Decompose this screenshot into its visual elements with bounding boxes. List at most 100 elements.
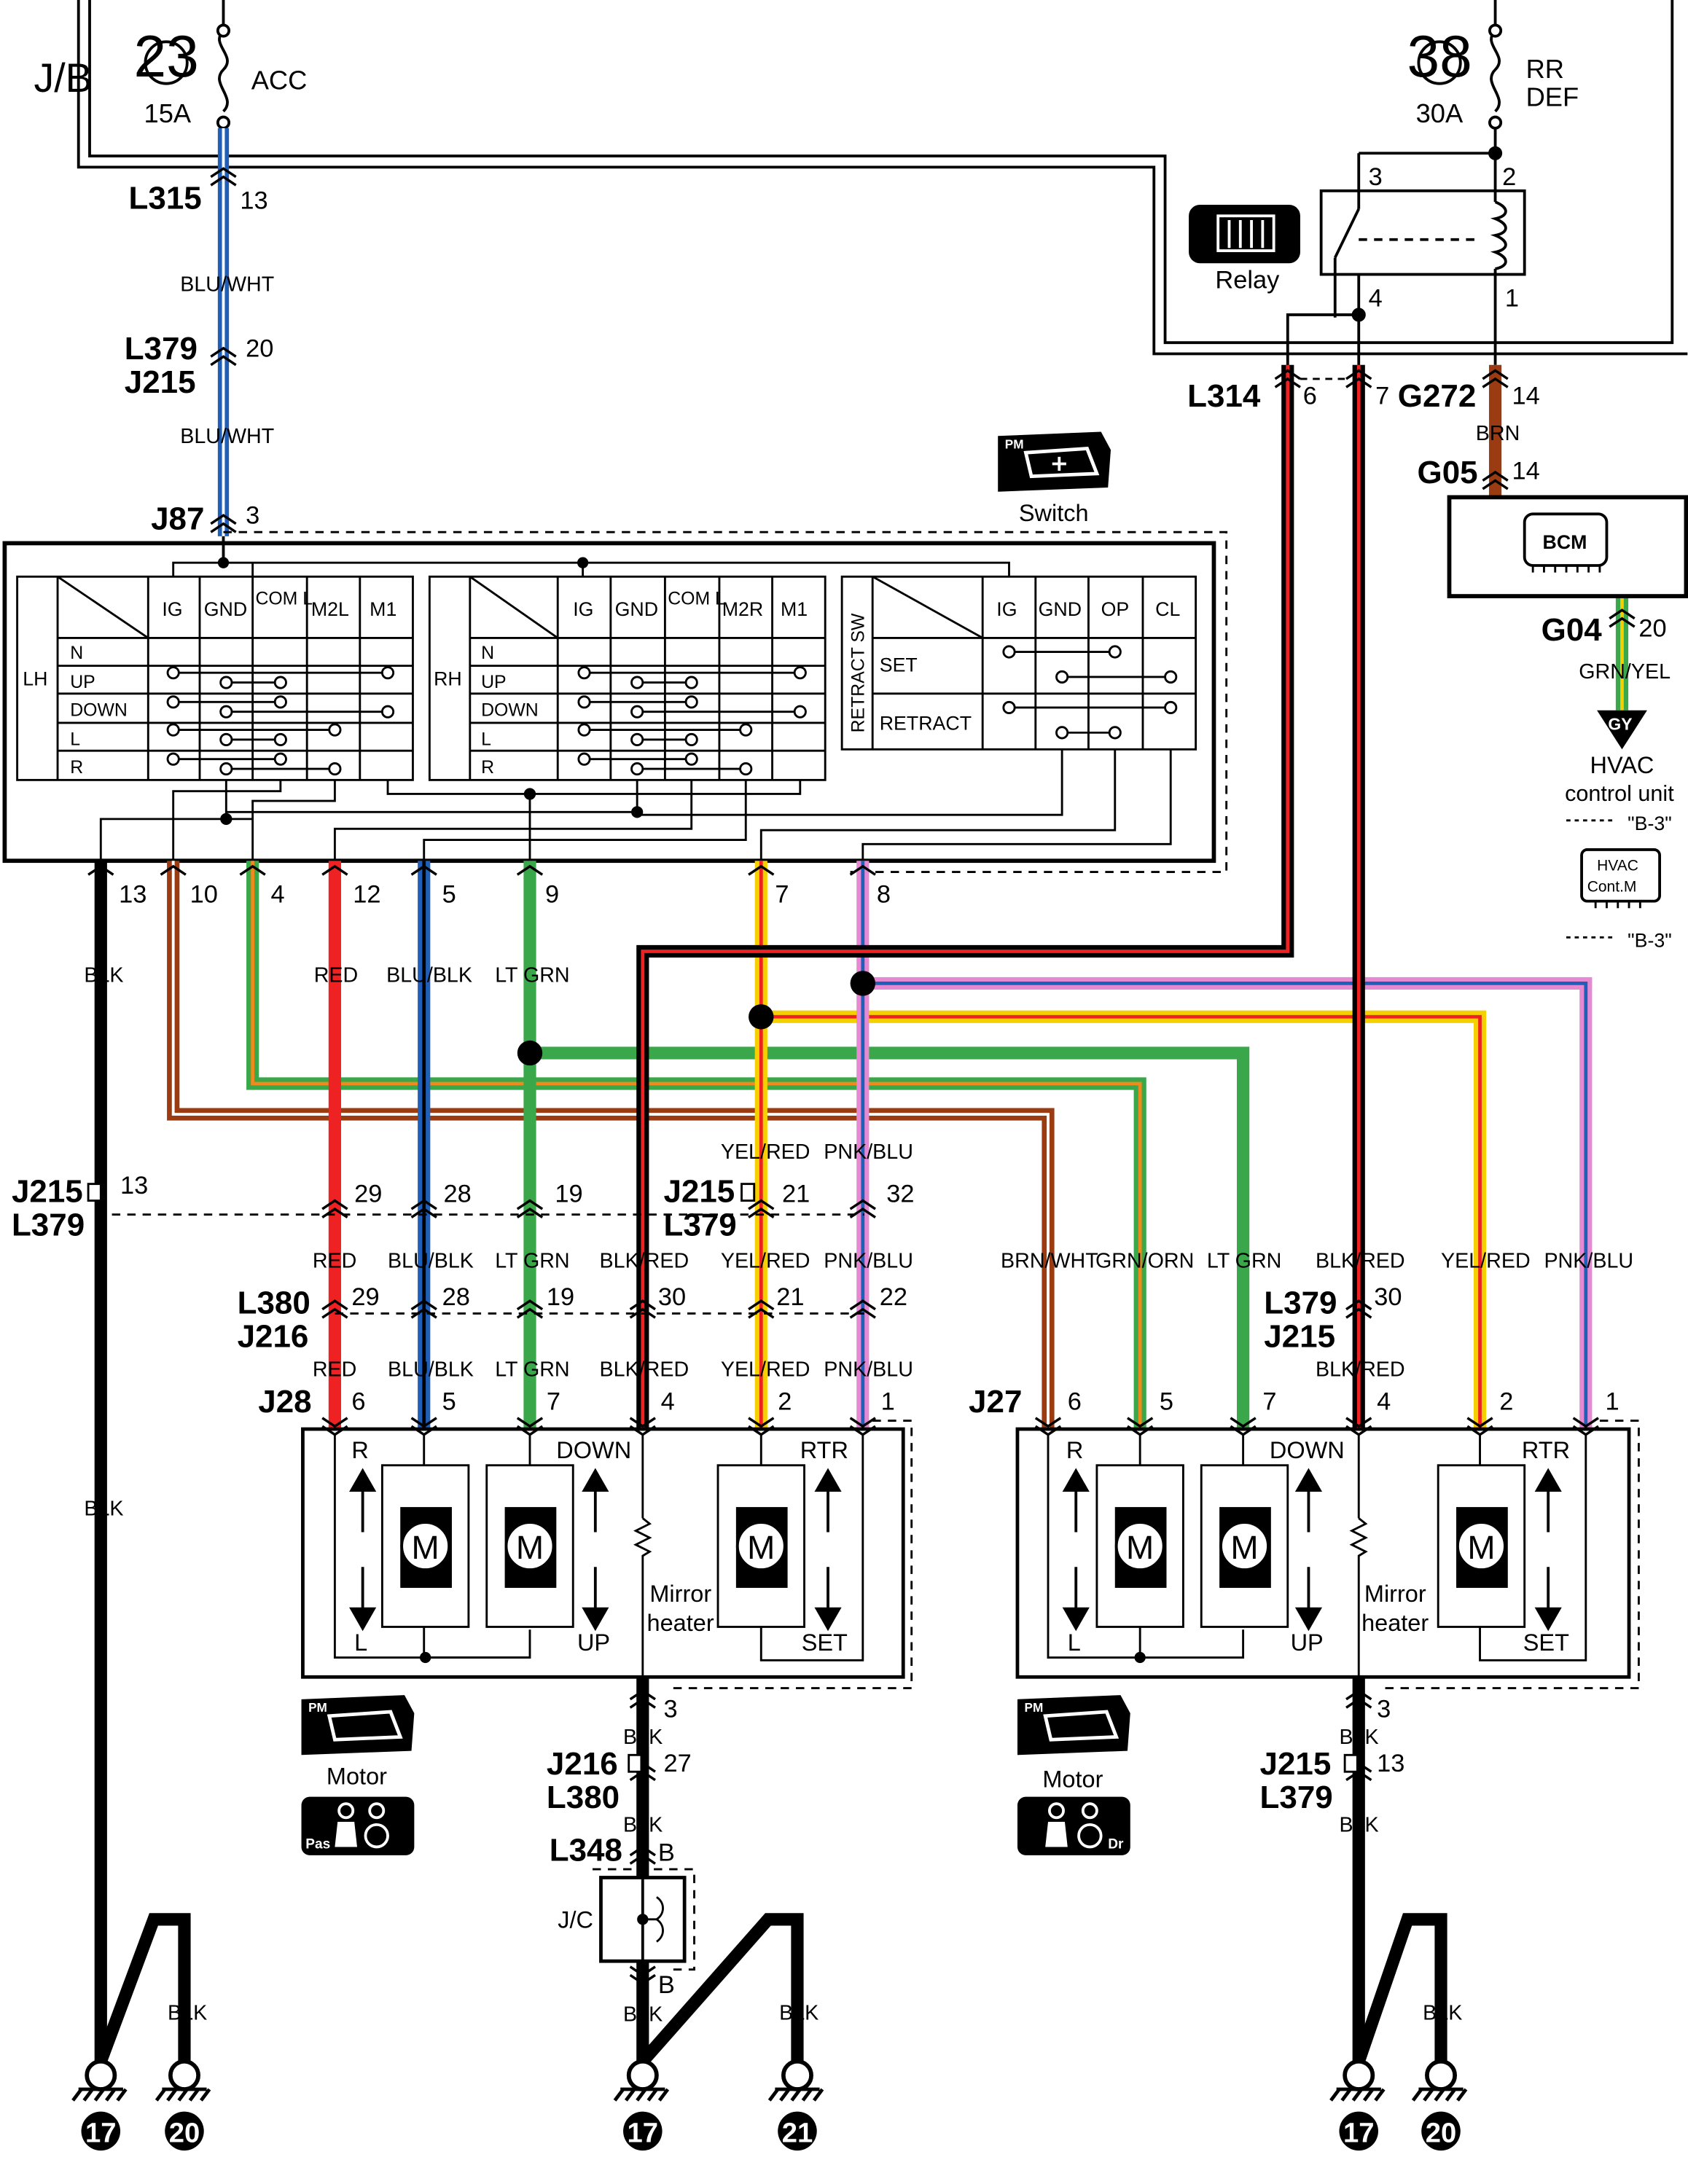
svg-text:IG: IG: [573, 598, 593, 620]
svg-text:BLK: BLK: [623, 1726, 663, 1749]
connector-L379-bottom: L379: [1260, 1780, 1333, 1815]
svg-text:R: R: [70, 758, 83, 778]
fuse-38-name-line1: RR: [1526, 54, 1564, 84]
svg-text:5: 5: [442, 1387, 456, 1415]
connector-L314: L314: [1187, 378, 1261, 414]
svg-text:RETRACT SW: RETRACT SW: [849, 613, 869, 732]
ground-number: 17: [1343, 2118, 1375, 2149]
connector-L379-mid: L379: [663, 1207, 736, 1242]
svg-text:SET: SET: [880, 654, 918, 676]
svg-text:YEL/RED: YEL/RED: [1441, 1249, 1531, 1272]
svg-text:8: 8: [877, 881, 891, 909]
svg-text:DOWN: DOWN: [481, 700, 539, 720]
svg-text:LT GRN: LT GRN: [495, 964, 569, 987]
svg-text:GY: GY: [1608, 715, 1632, 734]
svg-text:BLK: BLK: [168, 2001, 207, 2024]
svg-text:5: 5: [1160, 1387, 1173, 1415]
ground-number: 20: [1426, 2118, 1457, 2149]
connector-G272: G272: [1398, 378, 1477, 414]
harness-wires: [94, 364, 1629, 2062]
connector-J215-right: J215: [1264, 1318, 1335, 1354]
svg-text:BLU/BLK: BLU/BLK: [388, 1358, 474, 1381]
svg-text:DOWN: DOWN: [556, 1437, 631, 1463]
svg-text:M: M: [747, 1528, 775, 1566]
svg-text:M2L: M2L: [311, 598, 349, 620]
svg-text:30: 30: [658, 1283, 686, 1311]
retract-switch-table: [840, 575, 1197, 751]
svg-text:PNK/BLU: PNK/BLU: [824, 1140, 913, 1164]
ground-point-2: 20: [155, 2059, 211, 2151]
svg-text:32: 32: [886, 1180, 914, 1208]
svg-text:YEL/RED: YEL/RED: [721, 1249, 810, 1272]
svg-text:PNK/BLU: PNK/BLU: [824, 1358, 913, 1381]
switch-box: LH IG GND COM L M2L M1 N UP DOWN L R: [2, 531, 1228, 873]
svg-text:1: 1: [881, 1387, 895, 1415]
svg-text:Mirror: Mirror: [649, 1581, 711, 1607]
svg-text:L: L: [70, 730, 80, 750]
svg-text:M: M: [1126, 1528, 1154, 1566]
svg-text:9: 9: [545, 881, 559, 909]
connector-G05: G05: [1418, 455, 1478, 490]
connector-L380-bottom: L380: [547, 1780, 620, 1815]
svg-text:4: 4: [270, 881, 284, 909]
left-mirror-motor: M M M R L DOWN UP RTR SET Mirror heater: [301, 1420, 913, 1689]
fuse-38: 38 RR DEF 30A: [1407, 0, 1579, 130]
hvac-ref-2: "B-3": [1628, 930, 1672, 952]
svg-text:GND: GND: [1039, 598, 1082, 620]
wire-labels-middle: RED BLU/BLK LT GRN BLK/RED YEL/RED PNK/B…: [313, 1249, 1633, 1272]
svg-text:R: R: [351, 1437, 368, 1463]
connector-L379-top: L379: [125, 331, 198, 367]
hvac-label-line1: HVAC: [1590, 752, 1654, 778]
svg-text:29: 29: [351, 1283, 379, 1311]
svg-text:OP: OP: [1101, 598, 1130, 620]
relay-pin-4: 4: [1369, 284, 1383, 312]
svg-text:19: 19: [555, 1180, 582, 1208]
connector-J215-left: J215: [12, 1173, 83, 1209]
svg-text:R: R: [1066, 1437, 1083, 1463]
svg-text:6: 6: [351, 1387, 365, 1415]
svg-text:J/C: J/C: [558, 1906, 593, 1933]
switch-internal-leads: [99, 749, 1172, 861]
svg-text:Pas: Pas: [305, 1836, 330, 1852]
lh-contacts: [166, 666, 395, 776]
svg-text:M: M: [1230, 1528, 1258, 1566]
ground-point-3: 17: [613, 2059, 670, 2151]
svg-text:14: 14: [1512, 382, 1539, 410]
svg-text:23: 23: [133, 24, 198, 90]
rh-contacts: [577, 666, 807, 776]
svg-text:DOWN: DOWN: [70, 700, 128, 720]
svg-text:BLK: BLK: [623, 1813, 663, 1836]
connector-J215-top: J215: [125, 364, 196, 400]
svg-text:29: 29: [354, 1180, 382, 1208]
ground-point-6: 20: [1411, 2059, 1468, 2151]
svg-text:6: 6: [1303, 382, 1317, 410]
svg-text:heater: heater: [647, 1610, 714, 1636]
svg-text:3: 3: [1377, 1696, 1391, 1723]
svg-text:12: 12: [353, 881, 380, 909]
svg-text:2: 2: [778, 1387, 792, 1415]
lh-switch-table: [16, 575, 414, 781]
svg-text:IG: IG: [996, 598, 1017, 620]
switch-pin-numbers: 13 10 4 12 5 9 7 8: [87, 864, 891, 909]
svg-text:YEL/RED: YEL/RED: [721, 1358, 810, 1381]
svg-text:CL: CL: [1155, 598, 1180, 620]
svg-text:LH: LH: [23, 668, 47, 689]
driver-seat-icon: Dr: [1017, 1796, 1130, 1855]
ground-point-5: 17: [1329, 2059, 1386, 2151]
connector-J215-L379-mid: [87, 1183, 876, 1218]
wire-labels-lower: RED BLU/BLK LT GRN BLK/RED YEL/RED PNK/B…: [313, 1358, 1405, 1381]
wire-label-blu-wht-2: BLU/WHT: [180, 425, 274, 448]
svg-text:LT GRN: LT GRN: [495, 1358, 569, 1381]
relay-pin-2: 2: [1502, 163, 1516, 191]
svg-text:R: R: [481, 758, 494, 778]
svg-text:RH: RH: [434, 668, 462, 689]
svg-text:14: 14: [1512, 458, 1539, 485]
fuse-23-name: ACC: [251, 65, 308, 95]
connector-L379-left: L379: [12, 1207, 85, 1242]
svg-text:7: 7: [775, 881, 789, 909]
fuse-23-rating: 15A: [144, 98, 192, 128]
relay-label: Relay: [1215, 267, 1280, 294]
svg-text:BLK: BLK: [623, 2003, 663, 2026]
svg-text:RED: RED: [313, 1358, 357, 1381]
